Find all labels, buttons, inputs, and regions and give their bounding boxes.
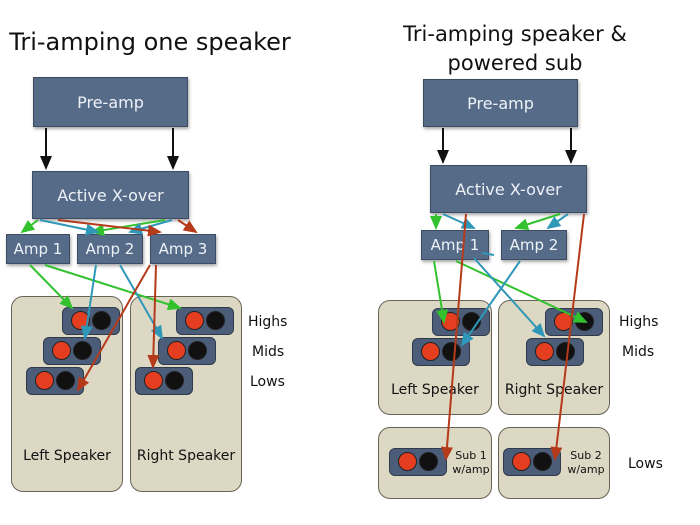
woofer-cone-icon xyxy=(35,371,54,390)
woofer-cone-icon xyxy=(535,342,554,361)
woofer-cone-icon xyxy=(398,452,417,471)
right-left-speaker-label: Left Speaker xyxy=(391,382,479,398)
left-amp-1-box: Amp 1 xyxy=(6,234,70,264)
right-xover-to-amps-wires xyxy=(430,213,569,231)
right-r-high-driver xyxy=(545,308,603,336)
left-preamp-to-xover-wires xyxy=(40,128,179,170)
woofer-cone-icon xyxy=(167,341,186,360)
left-r-low-driver xyxy=(135,367,193,395)
tweeter-cone-icon xyxy=(533,452,552,471)
tweeter-cone-icon xyxy=(56,371,75,390)
tweeter-cone-icon xyxy=(442,342,461,361)
left-l-low-driver xyxy=(26,367,84,395)
right-sub-2-label: Sub 2 w/amp xyxy=(565,449,607,477)
tweeter-cone-icon xyxy=(165,371,184,390)
woofer-cone-icon xyxy=(71,311,90,330)
right-highs-label: Highs xyxy=(619,314,659,330)
right-preamp-to-xover-wires xyxy=(437,128,577,164)
sub-2-name: Sub 2 xyxy=(570,449,602,462)
left-left-speaker-label: Left Speaker xyxy=(23,448,111,464)
left-xover-to-amps-wires xyxy=(20,219,198,237)
woofer-cone-icon xyxy=(441,312,460,331)
tweeter-cone-icon xyxy=(92,311,111,330)
right-lows-label: Lows xyxy=(628,456,663,472)
right-sub-1-driver xyxy=(389,448,447,476)
left-active-xover-box: Active X-over xyxy=(32,171,189,219)
tweeter-cone-icon xyxy=(73,341,92,360)
left-amp-2-box: Amp 2 xyxy=(77,234,143,264)
right-active-xover-box: Active X-over xyxy=(430,165,587,213)
tweeter-cone-icon xyxy=(462,312,481,331)
sub-2-type: w/amp xyxy=(567,463,605,476)
sub-1-name: Sub 1 xyxy=(455,449,487,462)
left-l-mid-driver xyxy=(43,337,101,365)
right-sub-1-label: Sub 1 w/amp xyxy=(450,449,492,477)
right-sub-2-driver xyxy=(503,448,561,476)
left-l-high-driver xyxy=(62,307,120,335)
woofer-cone-icon xyxy=(52,341,71,360)
left-right-speaker-label: Right Speaker xyxy=(136,448,236,464)
left-mids-label: Mids xyxy=(252,344,285,360)
woofer-cone-icon xyxy=(144,371,163,390)
woofer-cone-icon xyxy=(185,311,204,330)
sub-1-type: w/amp xyxy=(452,463,490,476)
left-preamp-box: Pre-amp xyxy=(33,77,188,127)
left-lows-label: Lows xyxy=(250,374,285,390)
tweeter-cone-icon xyxy=(206,311,225,330)
left-r-mid-driver xyxy=(158,337,216,365)
right-mids-label: Mids xyxy=(622,344,655,360)
left-diagram-title: Tri-amping one speaker xyxy=(9,28,291,56)
right-preamp-box: Pre-amp xyxy=(423,79,578,127)
tweeter-cone-icon xyxy=(188,341,207,360)
right-l-mid-driver xyxy=(412,338,470,366)
left-r-high-driver xyxy=(176,307,234,335)
right-amp-1-box: Amp 1 xyxy=(421,230,489,260)
right-amp-2-box: Amp 2 xyxy=(501,230,567,260)
right-r-mid-driver xyxy=(526,338,584,366)
right-l-high-driver xyxy=(432,308,490,336)
right-diagram-title: Tri-amping speaker & powered sub xyxy=(403,22,627,75)
left-amp-3-box: Amp 3 xyxy=(150,234,216,264)
woofer-cone-icon xyxy=(554,312,573,331)
right-right-speaker-label: Right Speaker xyxy=(504,382,604,398)
tweeter-cone-icon xyxy=(419,452,438,471)
tweeter-cone-icon xyxy=(556,342,575,361)
tweeter-cone-icon xyxy=(575,312,594,331)
woofer-cone-icon xyxy=(512,452,531,471)
left-highs-label: Highs xyxy=(248,314,288,330)
woofer-cone-icon xyxy=(421,342,440,361)
